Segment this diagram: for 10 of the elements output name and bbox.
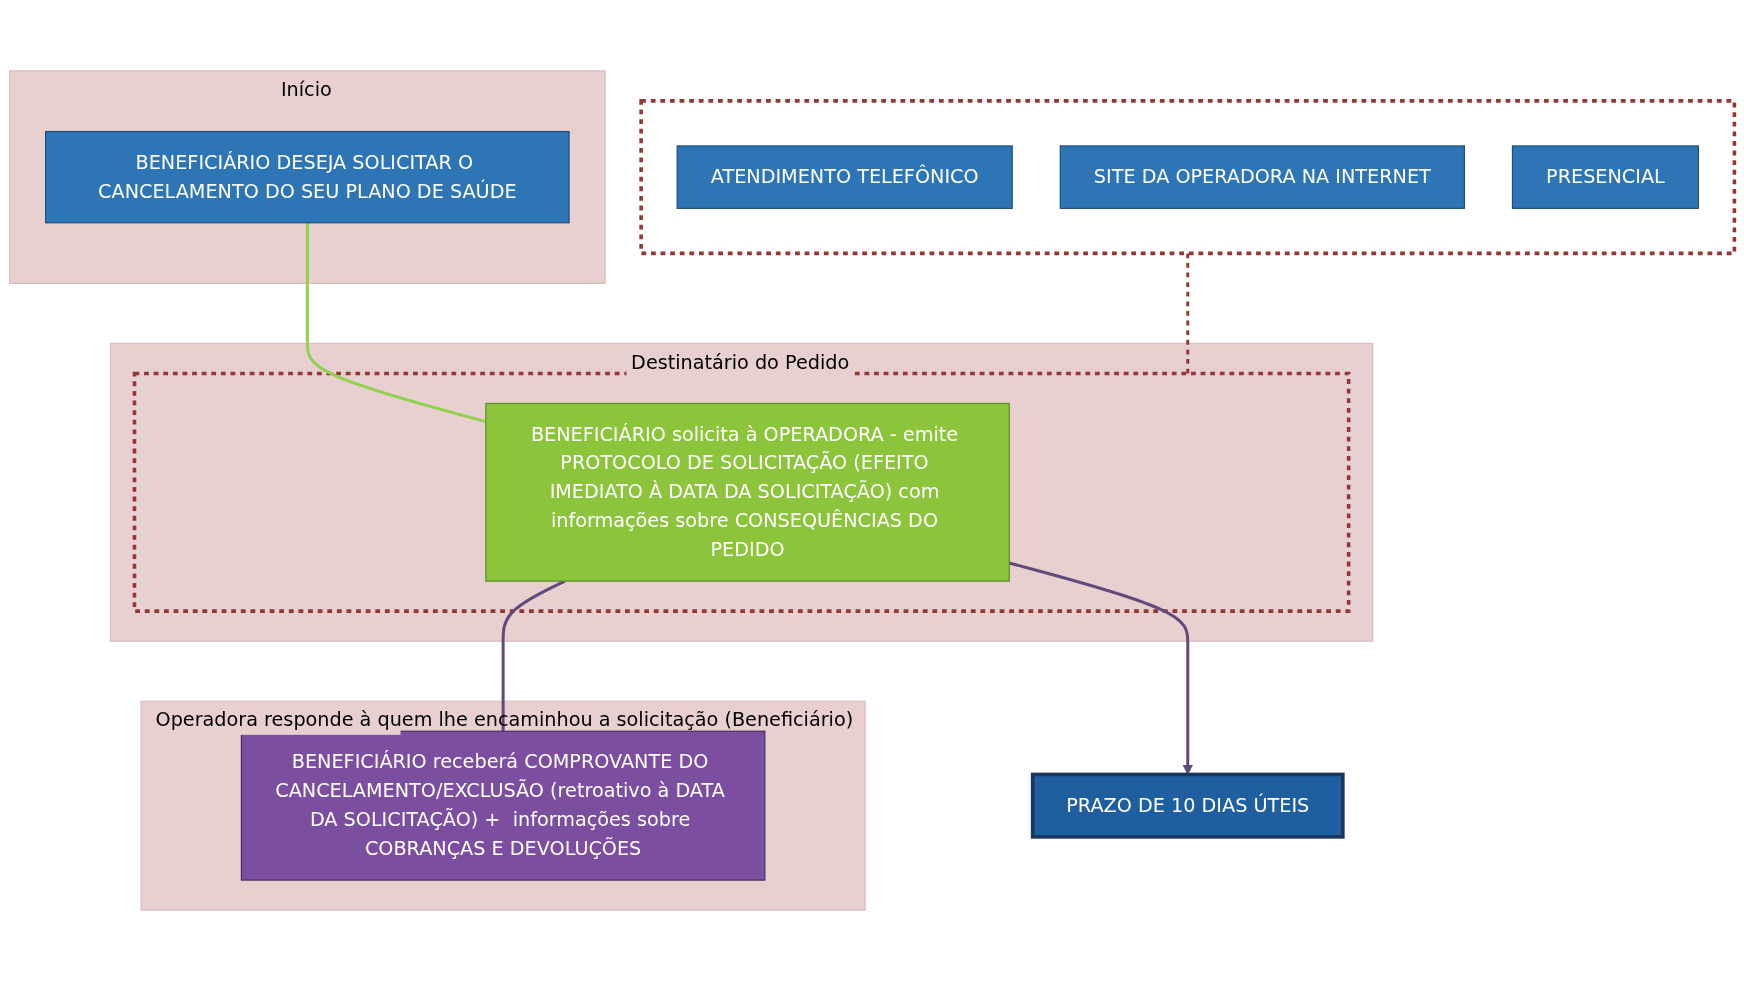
- node-box: BENEFICIÁRIO DESEJA SOLICITAR O CANCELAMENTO DO SEU PLANO DE SAÚDE: [45, 130, 570, 224]
- node-box: SITE DA OPERADORA NA INTERNET: [1059, 145, 1466, 209]
- node-box: BENEFICIÁRIO solicita à OPERADORA - emite PROTOCOLO DE SOLICITAÇÃO (EFEITO IMEDIATO À DATA DA SOLICITAÇÃO) com informações sobre CONSEQUÊNCIAS DO PEDIDO: [485, 402, 1010, 582]
- cluster: [639, 99, 1737, 256]
- node-box: PRESENCIAL: [1511, 145, 1699, 209]
- node-box: ATENDIMENTO TELEFÔNICO: [676, 145, 1013, 209]
- connector: [1186, 253, 1190, 374]
- node-box: BENEFICIÁRIO receberá COMPROVANTE DO CANCELAMENTO/EXCLUSÃO (retroativo à DATA DA SOLICITAÇÃO) + informações sobre COBRANÇAS E DEVOLUÇÕES: [240, 730, 766, 881]
- node-box: PRAZO DE 10 DIAS ÚTEIS: [1030, 772, 1345, 839]
- cluster: [132, 371, 1351, 613]
